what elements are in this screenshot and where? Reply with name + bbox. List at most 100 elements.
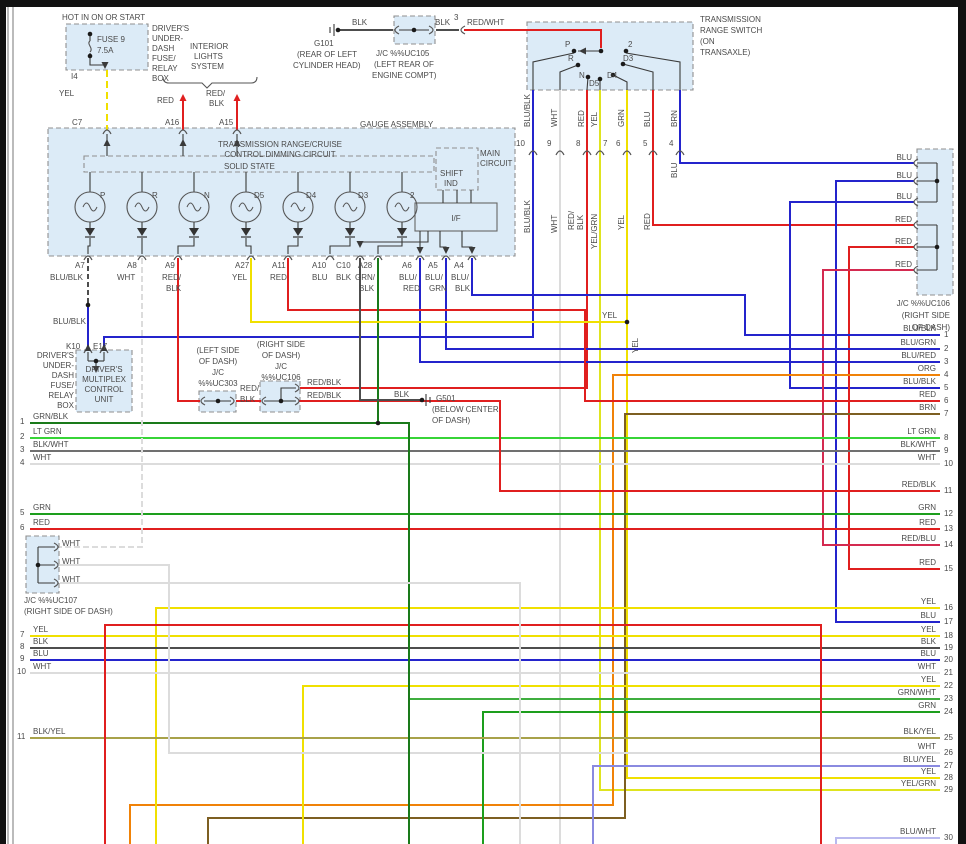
diagram-label: BLK xyxy=(240,395,256,404)
diagram-label: (REAR OF LEFT xyxy=(297,50,358,59)
right-pin-number: 18 xyxy=(944,631,953,640)
diagram-label: RELAY xyxy=(152,64,178,73)
diagram-label: GRN/ xyxy=(355,273,375,282)
diagram-label: E17 xyxy=(93,342,108,351)
wire-bluwht xyxy=(835,837,940,844)
diagram-label: RED/ xyxy=(206,89,226,98)
connector-bump xyxy=(913,158,919,168)
junction-dot xyxy=(35,562,41,568)
left-pin-number: 7 xyxy=(20,630,25,639)
diagram-label: A7 xyxy=(75,261,85,270)
wire-a11-red xyxy=(287,258,940,402)
box-solid-state xyxy=(83,155,435,173)
connector-bump xyxy=(913,197,919,207)
diagram-label: A6 xyxy=(402,261,412,270)
diagram-label: WHT xyxy=(550,108,559,127)
jc-port-label: BLU xyxy=(896,192,912,201)
wire-uc107-wht xyxy=(60,582,521,844)
diagram-label: A11 xyxy=(272,261,286,270)
diagram-label: BLU/BLK xyxy=(50,273,83,282)
diagram-label: A8 xyxy=(127,261,137,270)
diagram-label: BLK xyxy=(359,284,375,293)
lamp-pin-lead xyxy=(177,238,195,254)
diagram-label: UNDER- xyxy=(152,34,184,43)
diagram-label: BOX xyxy=(57,401,74,410)
diode-icon xyxy=(345,228,355,236)
box-transmission-range-switch xyxy=(526,21,694,91)
wire-ucr-red3 xyxy=(822,269,940,546)
diagram-label: N xyxy=(204,191,210,200)
diagram-label: INTERIOR xyxy=(190,42,229,51)
left-pin-label: BLK xyxy=(33,637,49,646)
diagram-label: SOLID STATE xyxy=(222,162,277,171)
diagram-label: A5 xyxy=(428,261,438,270)
right-pin-number: 1 xyxy=(944,330,949,339)
diagram-label: DRIVER'S xyxy=(36,351,74,360)
box-if-box xyxy=(414,202,498,232)
left-pin-label: YEL xyxy=(33,625,49,634)
right-pin-number: 12 xyxy=(944,509,953,518)
diode-icon xyxy=(85,228,95,236)
connector-bump xyxy=(294,383,300,393)
connector-bump xyxy=(622,150,632,156)
diagram-label: RED xyxy=(577,110,586,127)
right-pin-number: 7 xyxy=(944,409,949,418)
diagram-label: 6 xyxy=(616,139,621,148)
connector-bump xyxy=(913,265,919,275)
diagram-label: WHT xyxy=(62,539,81,548)
connector-bump xyxy=(261,396,267,406)
diagram-label: (RIGHT SIDE xyxy=(256,340,306,349)
arrowhead xyxy=(468,247,476,254)
junction-dot xyxy=(623,48,629,54)
wire-a8-wht xyxy=(60,258,143,548)
wire-yel22 xyxy=(302,685,940,844)
diagram-label: P xyxy=(565,40,571,49)
right-pin-number: 17 xyxy=(944,617,953,626)
right-pin-label: BRN xyxy=(919,403,936,412)
left-pin-number: 11 xyxy=(17,732,26,741)
connector-bump xyxy=(555,150,565,156)
diagram-label: A28 xyxy=(358,261,373,270)
diagram-label: TRANSMISSION xyxy=(700,15,761,24)
connector-bump xyxy=(675,150,685,156)
diode-icon xyxy=(397,228,407,236)
left-pin-label: WHT xyxy=(33,453,52,462)
right-pin-number: 13 xyxy=(944,524,953,533)
diagram-label: BOX xyxy=(152,74,169,83)
wire-yel16 xyxy=(155,607,940,844)
diagram-label: BLK xyxy=(352,18,368,27)
wire-a6-blured xyxy=(419,258,940,363)
diagram-label: GRN xyxy=(429,284,447,293)
diagram-label: BLU/BLK xyxy=(523,94,532,127)
diagram-label: BLU/BLK xyxy=(53,317,86,326)
left-pin-number: 4 xyxy=(20,458,25,467)
diagram-label: BLU/BLK xyxy=(523,200,532,233)
schematic-line xyxy=(612,74,628,90)
diagram-label: RED xyxy=(643,213,652,230)
wire-col-blublk xyxy=(103,90,534,349)
diagram-label: FUSE/ xyxy=(50,381,74,390)
connector-bump xyxy=(582,150,592,156)
right-pin-label: RED xyxy=(919,390,936,399)
diagram-label: OF DASH) xyxy=(911,323,950,332)
right-pin-label: BLK xyxy=(920,637,936,646)
right-pin-number: 16 xyxy=(944,603,953,612)
right-pin-number: 21 xyxy=(944,668,953,677)
diagram-label: MULTIPLEX xyxy=(82,375,126,384)
diagram-label: G101 xyxy=(314,39,334,48)
connector-bump xyxy=(53,560,59,570)
arrowhead xyxy=(100,344,108,351)
diagram-label: DRIVER'S xyxy=(85,365,123,374)
diagram-label: OF DASH) xyxy=(261,351,301,360)
diagram-label: BLU/ xyxy=(425,273,443,282)
right-pin-number: 25 xyxy=(944,733,953,742)
diagram-label: OF DASH) xyxy=(198,357,238,366)
diagram-label: WHT xyxy=(550,214,559,233)
right-pin-number: 30 xyxy=(944,833,953,842)
connector-bump xyxy=(528,150,538,156)
right-pin-label: YEL xyxy=(920,625,936,634)
junction-dot xyxy=(87,31,93,37)
connector-bump xyxy=(595,150,605,156)
diagram-label: BLK xyxy=(209,99,225,108)
